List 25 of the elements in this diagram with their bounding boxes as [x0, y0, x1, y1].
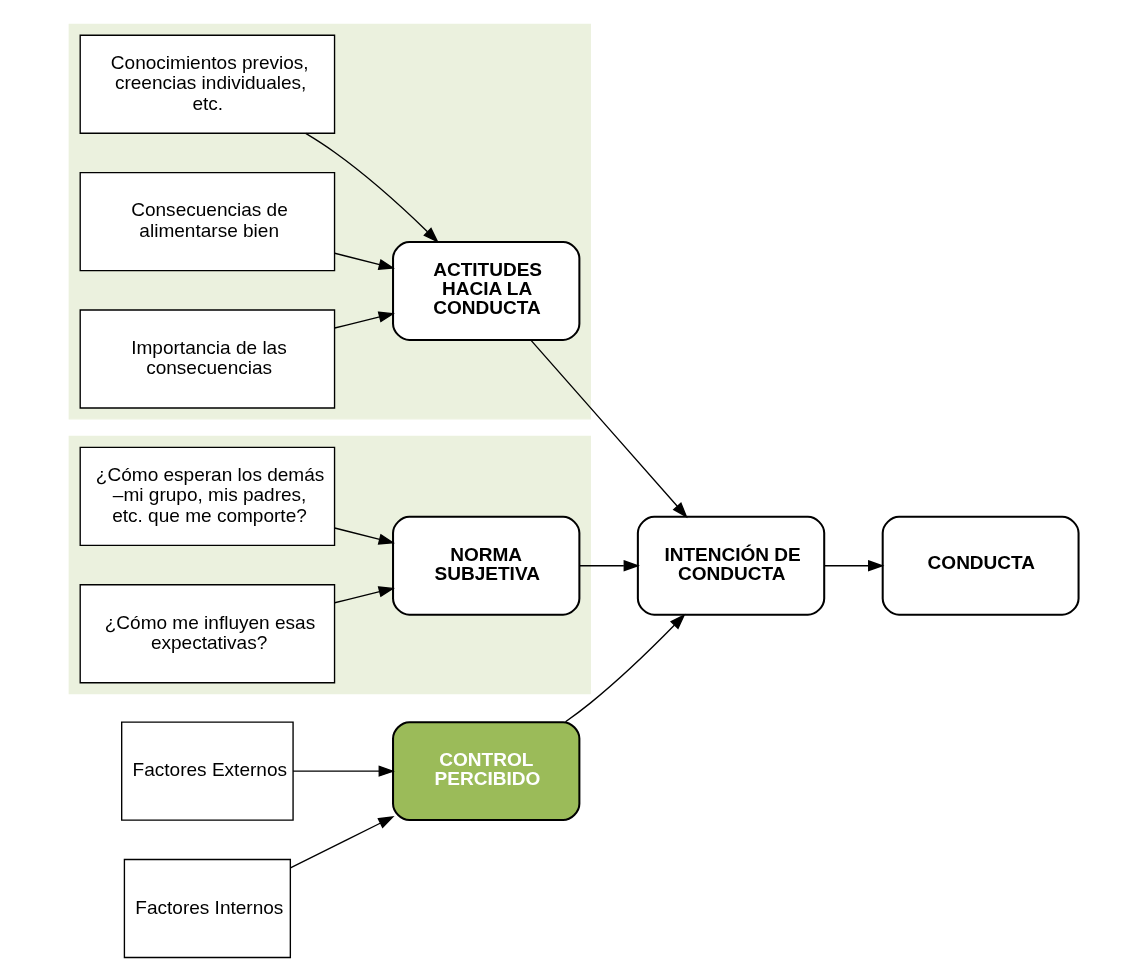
node-box: INTENCIÓN DE CONDUCTA [636, 515, 825, 616]
cluster [68, 435, 591, 695]
node-box: Importancia de las consecuencias [79, 309, 335, 409]
arrow [333, 311, 395, 329]
cluster [68, 23, 591, 420]
node-box: Consecuencias de alimentarse bien [79, 172, 335, 272]
arrow [564, 613, 685, 723]
node-box: ¿Cómo esperan los demás –mi grupo, mis padres, etc. que me comporte? [79, 446, 335, 547]
arrow [823, 560, 884, 572]
arrow [578, 560, 640, 572]
arrow [333, 252, 395, 270]
node-box: ¿Cómo me influyen esas expectativas? [79, 584, 335, 684]
arrow [289, 816, 395, 869]
arrow [333, 586, 395, 604]
arrow [304, 132, 439, 243]
node-box: ACTITUDES HACIA LA CONDUCTA [391, 241, 580, 341]
node-box: NORMA SUBJETIVA [391, 515, 580, 616]
arrow [529, 339, 688, 519]
node-box: Factores Externos [120, 721, 294, 821]
arrow [291, 765, 395, 777]
node-box: CONDUCTA [881, 515, 1080, 616]
node-box: Factores Internos [123, 858, 291, 959]
node-box: CONTROL PERCIBIDO [391, 721, 580, 822]
arrow [333, 527, 395, 545]
node-box: Conocimientos previos, creencias individuales, etc. [79, 34, 335, 134]
